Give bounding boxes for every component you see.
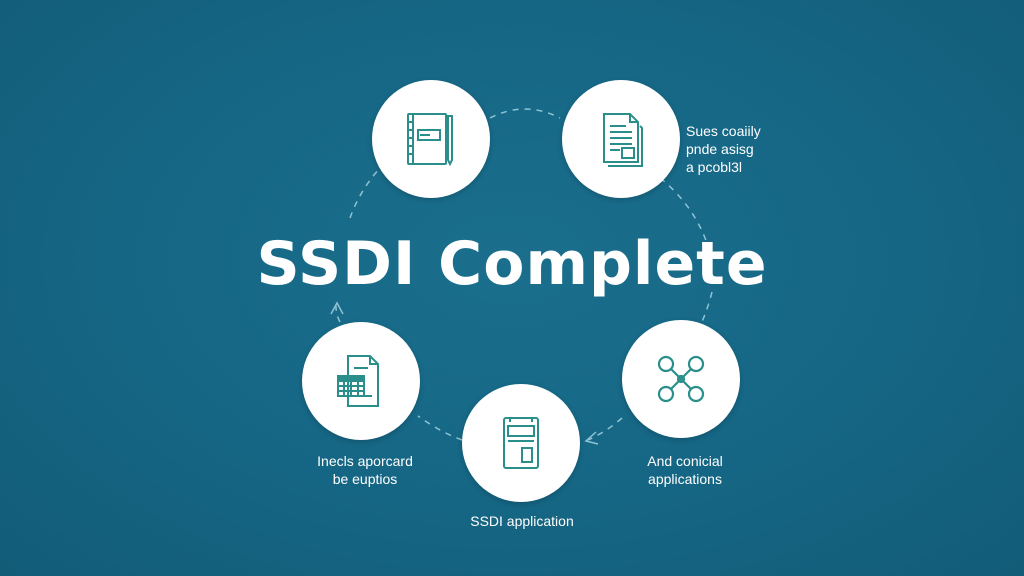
caption-top-right: Sues coaiily pnde asisg a pcobl3l xyxy=(686,122,778,176)
node-documents xyxy=(562,80,680,198)
notebook-icon xyxy=(407,113,453,167)
caption-line: Inecls aporcard xyxy=(317,453,413,469)
node-network xyxy=(622,320,740,438)
arrowhead-left xyxy=(330,301,344,315)
caption-line: pnde asisg xyxy=(686,141,754,157)
caption-line: SSDI application xyxy=(470,513,574,529)
connector-left-upper xyxy=(349,167,381,219)
spreadsheet-document-icon xyxy=(337,355,379,407)
connector-bottom-left xyxy=(417,415,463,441)
connector-top xyxy=(489,108,561,119)
node-notebook xyxy=(372,80,490,198)
caption-right: And conicial applications xyxy=(620,452,750,488)
caption-bottom: SSDI application xyxy=(432,512,612,530)
connector-left-lower xyxy=(335,305,341,323)
node-spreadsheet-document xyxy=(302,322,420,440)
arrowhead-bottom-right xyxy=(584,431,599,445)
diagram-title: SSDI Complete xyxy=(256,229,768,299)
network-nodes-icon xyxy=(657,355,705,403)
connector-right-upper xyxy=(659,177,713,261)
application-form-icon xyxy=(503,417,539,469)
caption-line: And conicial xyxy=(647,453,723,469)
documents-icon xyxy=(603,113,643,167)
caption-left: Inecls aporcard be euptios xyxy=(290,452,440,488)
caption-line: Sues coaiily xyxy=(686,123,761,139)
caption-line: be euptios xyxy=(332,471,398,487)
caption-line: a pcobl3l xyxy=(686,159,743,175)
connector-bottom-right xyxy=(587,417,623,441)
caption-line: applications xyxy=(648,471,722,487)
node-application-form xyxy=(462,384,580,502)
